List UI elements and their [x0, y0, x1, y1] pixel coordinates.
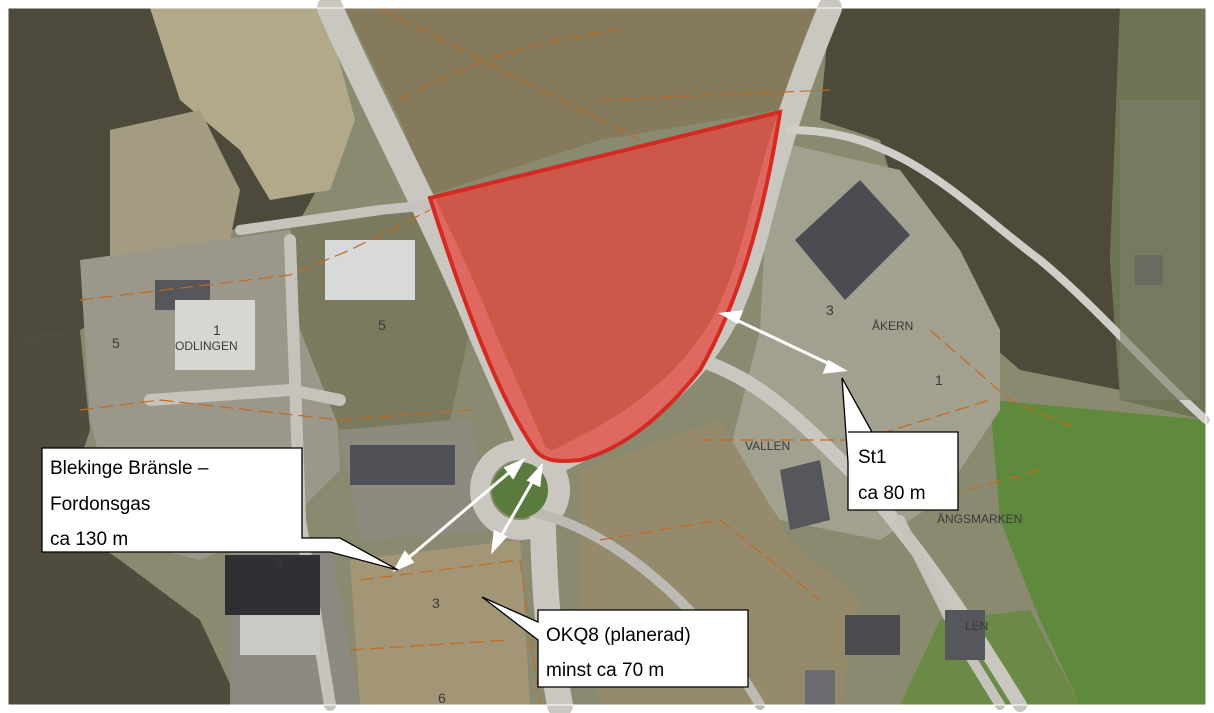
callout-blekinge-line-2: Fordonsgas: [50, 494, 150, 515]
callout-okq8-line-1: OKQ8 (planerad): [546, 625, 691, 646]
callout-st1-line-2: ca 80 m: [858, 483, 926, 504]
label-num-1-left: 1: [213, 322, 221, 338]
arrow-okq8: [494, 471, 540, 546]
callout-st1-line-1: St1: [858, 447, 887, 468]
label-num-3-bottom: 3: [432, 595, 440, 611]
callout-st1: St1 ca 80 m: [841, 377, 959, 511]
planned-area-polygon: [427, 109, 783, 463]
callout-okq8: OKQ8 (planerad) minst ca 70 m: [481, 596, 749, 688]
label-num-2: 2: [275, 554, 283, 570]
callout-blekinge-line-1: Blekinge Bränsle –: [50, 458, 209, 479]
callout-blekinge: Blekinge Bränsle – Fordonsgas ca 130 m: [41, 447, 399, 571]
distance-arrows: [392, 310, 848, 573]
label-num-5-mid: 5: [378, 317, 386, 333]
buildings: [155, 100, 1200, 705]
arrow-blekinge: [399, 463, 519, 567]
label-vallen: VALLEN: [745, 439, 790, 453]
label-akern: ÅKERN: [872, 318, 913, 333]
map-labels: ODLINGEN 1 5 ÅKERN 3 1 VALLEN ÄNGSMARKEN…: [112, 302, 1022, 706]
label-odlingen: ODLINGEN: [175, 339, 238, 353]
callout-okq8-line-2: minst ca 70 m: [546, 660, 664, 681]
map-frame: [7, 7, 1207, 706]
arrow-st1: [727, 314, 839, 370]
label-num-3-akern: 3: [826, 302, 834, 318]
label-angsmarken: ÄNGSMARKEN: [937, 512, 1022, 526]
label-num-5-left: 5: [112, 335, 120, 351]
label-len: LEN: [965, 619, 988, 633]
callout-blekinge-line-3: ca 130 m: [50, 529, 128, 550]
label-num-1-right: 1: [935, 372, 943, 388]
label-num-6: 6: [438, 690, 446, 706]
